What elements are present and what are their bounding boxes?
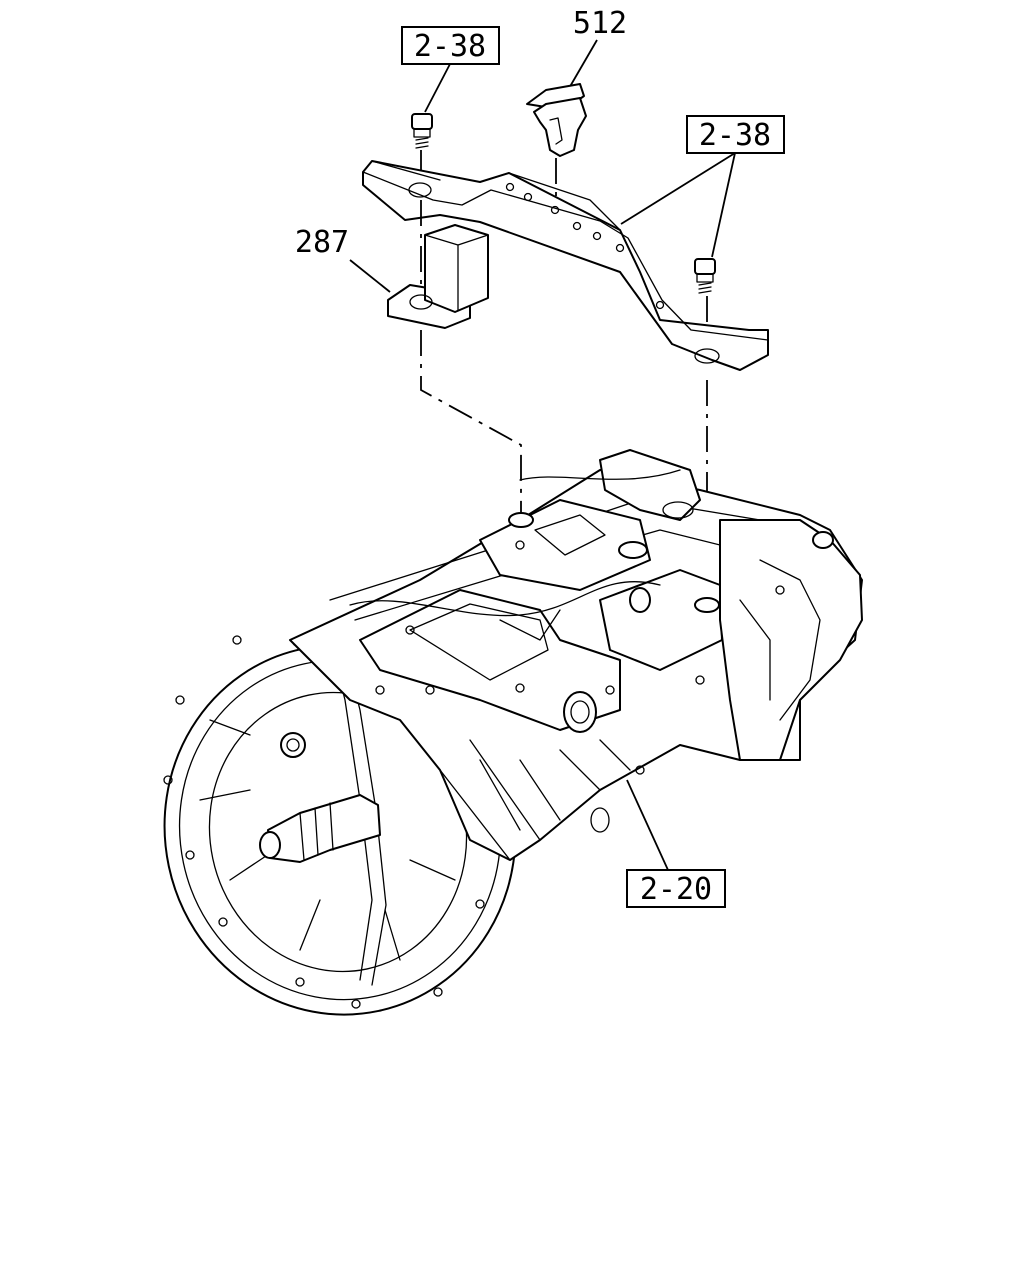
case-bolts [375, 540, 785, 775]
input-shaft [259, 732, 381, 863]
bolt-left [411, 113, 433, 180]
callout-2-38-right-label: 2-38 [699, 118, 771, 153]
callout-2-38-top-label: 2-38 [414, 29, 486, 64]
spacer-part-287 [387, 224, 489, 329]
transmission-assembly [163, 449, 863, 1016]
bolt-right [694, 258, 716, 345]
callout-2-20-label: 2-20 [640, 872, 712, 907]
callout-2-38-right[interactable]: 2-38 [620, 115, 785, 258]
callout-287[interactable]: 287 [295, 225, 391, 293]
callout-287-label: 287 [295, 225, 349, 260]
callout-512-label: 512 [573, 6, 627, 41]
callout-2-20[interactable]: 2-20 [626, 779, 726, 908]
callout-512[interactable]: 512 [567, 6, 627, 91]
clip-part-512 [526, 83, 587, 205]
callout-2-38-top[interactable]: 2-38 [401, 26, 500, 113]
alignment-lines [420, 330, 708, 600]
actuator-cylinders [563, 541, 651, 733]
mounting-bracket [362, 160, 769, 371]
